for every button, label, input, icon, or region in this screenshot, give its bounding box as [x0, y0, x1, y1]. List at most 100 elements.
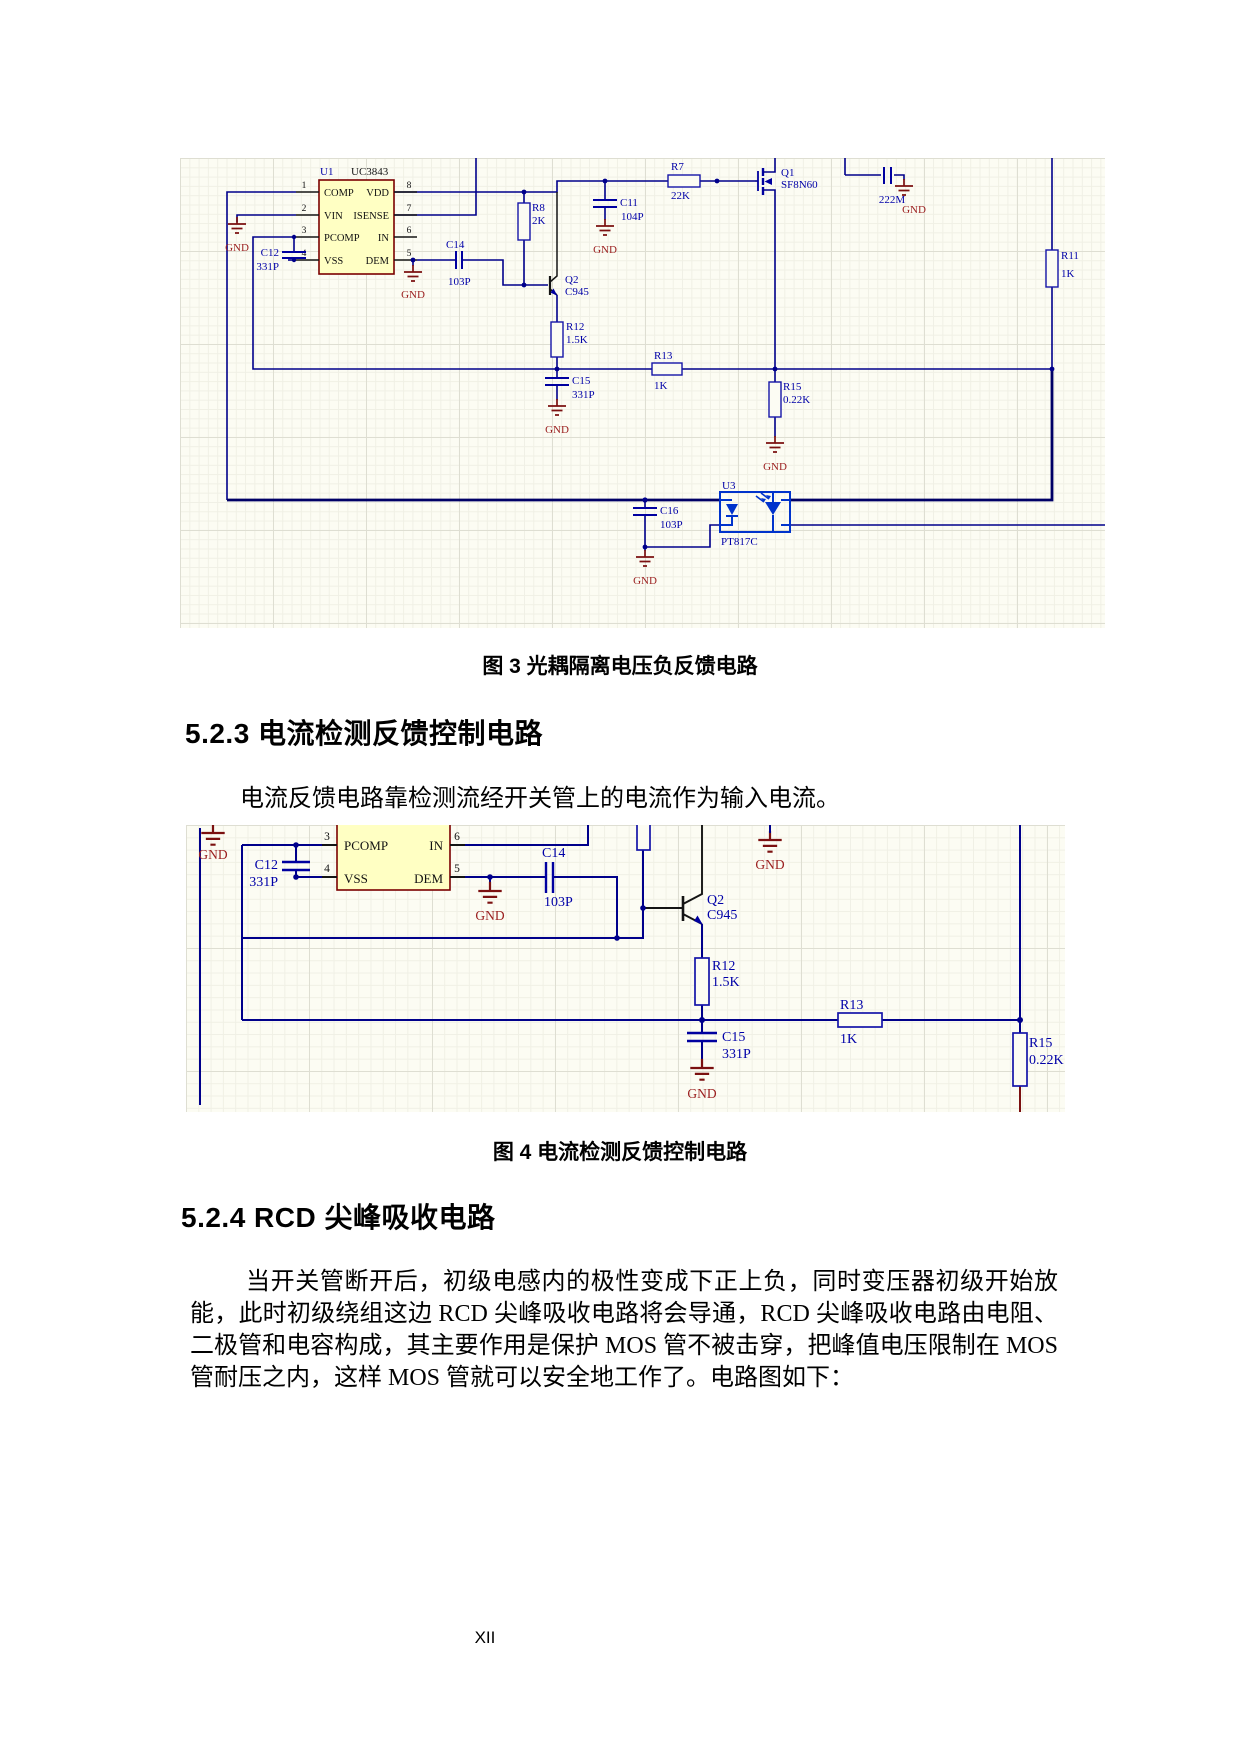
fig3-c15-ref: C15	[572, 375, 591, 387]
fig4-r15-ref: R15	[1029, 1036, 1052, 1051]
fig4-pin6-num: 6	[454, 831, 460, 843]
fig3-c11-value: 104P	[621, 211, 644, 223]
figure3-svg: U1 UC3843 1 2 3 4 8 7 6 5 COMP VIN PCOMP…	[225, 158, 1105, 587]
fig3-r11-resistor: R11 1K	[1045, 249, 1079, 288]
fig4-pin3-num: 3	[324, 831, 330, 843]
fig3-junction-dots	[291, 178, 1055, 550]
fig4-q2-transistor: Q2 C945	[643, 825, 737, 925]
fig4-pin5-name: DEM	[414, 871, 443, 886]
fig3-pin7-num: 7	[407, 204, 412, 214]
fig4-c15-value: 331P	[722, 1047, 751, 1062]
fig3-pin5-name: DEM	[366, 256, 390, 267]
fig3-q1-ref: Q1	[781, 167, 794, 179]
fig3-pin4-name: VSS	[324, 256, 343, 267]
page-number: XII	[474, 1628, 496, 1647]
fig3-ground-symbols: GND GND GND GND GND GND GND	[225, 178, 926, 587]
fig3-c12-value: 331P	[256, 261, 279, 273]
fig4-pin6-name: IN	[429, 838, 443, 853]
fig4-r13-resistor: R13 1K	[837, 998, 883, 1047]
fig3-pin6-num: 6	[407, 226, 412, 236]
fig3-u1-ref: U1	[320, 166, 333, 178]
fig4-c12-ref: C12	[255, 858, 278, 873]
gnd-label: GND	[593, 244, 617, 256]
gnd-label: GND	[545, 424, 569, 436]
fig3-pin8-name: VDD	[366, 188, 389, 199]
gnd-label: GND	[198, 847, 227, 862]
fig4-ground-symbols: GND GND GND GND	[198, 825, 785, 1101]
fig3-r12-value: 1.5K	[566, 334, 588, 346]
fig3-q2-ref: Q2	[565, 274, 578, 286]
fig4-pin4-num: 4	[324, 863, 330, 875]
fig4-q2-value: C945	[707, 908, 737, 923]
fig3-c15-value: 331P	[572, 389, 595, 401]
fig3-u1-part: UC3843	[351, 166, 389, 178]
fig3-c12-ref: C12	[261, 247, 279, 259]
fig3-c16-value: 103P	[660, 519, 683, 531]
fig3-pin6-name: IN	[378, 233, 389, 244]
fig3-r8-value: 2K	[532, 215, 546, 227]
figure4-schematic-image: 3 4 6 5 PCOMP VSS IN DEM GND GND GND GND…	[186, 825, 1065, 1112]
section-5-2-4-heading: 5.2.4 RCD 尖峰吸收电路	[181, 1202, 496, 1233]
fig3-pin1-name: COMP	[324, 188, 354, 199]
fig3-r8-ref: R8	[532, 202, 545, 214]
fig3-pin1-num: 1	[302, 181, 307, 191]
figure3-schematic-image: U1 UC3843 1 2 3 4 8 7 6 5 COMP VIN PCOMP…	[180, 158, 1105, 628]
fig3-c16-ref: C16	[660, 505, 679, 517]
fig3-pin3-num: 3	[302, 226, 307, 236]
fig3-u1-uc3843-chip: U1 UC3843 1 2 3 4 8 7 6 5 COMP VIN PCOMP…	[296, 166, 417, 275]
fig4-partial-resistor	[636, 825, 651, 851]
fig3-q2-value: C945	[565, 286, 589, 298]
fig3-q1-mosfet: Q1 SF8N60	[755, 158, 818, 369]
fig3-r13-ref: R13	[654, 350, 673, 362]
fig4-r12-resistor: R12 1.5K	[694, 957, 740, 1006]
fig3-u3-ref: U3	[722, 480, 736, 492]
fig3-r11-ref: R11	[1061, 250, 1079, 262]
fig3-q2-transistor: Q2 C945	[548, 192, 589, 298]
fig3-r11-value: 1K	[1061, 268, 1075, 280]
fig3-cs-value: 222M	[879, 194, 906, 206]
fig3-r15-ref: R15	[783, 381, 802, 393]
fig3-c12-capacitor: C12 331P	[256, 247, 306, 273]
gnd-label: GND	[401, 289, 425, 301]
fig3-c11-ref: C11	[620, 197, 638, 209]
fig4-c14-ref: C14	[542, 846, 565, 861]
fig4-c15-capacitor: C15 331P	[687, 1030, 751, 1062]
fig3-pin3-name: PCOMP	[324, 233, 360, 244]
fig4-c12-value: 331P	[249, 875, 278, 890]
gnd-label: GND	[763, 461, 787, 473]
fig3-r12-ref: R12	[566, 321, 584, 333]
fig3-pin7-name: ISENSE	[353, 211, 389, 222]
fig3-r7-ref: R7	[671, 161, 684, 173]
fig4-r13-value: 1K	[840, 1032, 857, 1047]
fig3-pin4-num: 4	[302, 249, 307, 259]
fig3-r13-value: 1K	[654, 380, 668, 392]
fig4-uc3843-chip-partial: 3 4 6 5 PCOMP VSS IN DEM	[322, 825, 465, 891]
figure4-svg: 3 4 6 5 PCOMP VSS IN DEM GND GND GND GND…	[198, 825, 1064, 1112]
fig3-pin2-name: VIN	[324, 211, 343, 222]
fig3-c15-capacitor: C15 331P	[545, 375, 595, 401]
gnd-label: GND	[902, 204, 926, 216]
gnd-label: GND	[755, 857, 784, 872]
fig3-u3-part: PT817C	[721, 536, 758, 548]
fig3-r15-value: 0.22K	[783, 394, 810, 406]
figure4-caption: 图 4 电流检测反馈控制电路	[492, 1141, 748, 1164]
fig4-pin3-name: PCOMP	[344, 838, 388, 853]
gnd-label: GND	[633, 575, 657, 587]
fig3-c14-value: 103P	[448, 276, 471, 288]
fig4-r15-value: 0.22K	[1029, 1053, 1064, 1068]
fig3-snubber-capacitor: 222M	[879, 167, 906, 206]
fig3-r13-resistor: R13 1K	[651, 350, 683, 392]
fig3-r8-resistor: R8 2K	[517, 202, 546, 241]
gnd-label: GND	[475, 908, 504, 923]
fig3-pin5-num: 5	[407, 249, 412, 259]
fig4-c15-ref: C15	[722, 1030, 745, 1045]
fig4-pin4-name: VSS	[344, 871, 368, 886]
fig3-c14-ref: C14	[446, 239, 465, 251]
fig4-r13-ref: R13	[840, 998, 863, 1013]
fig3-r15-resistor: R15 0.22K	[768, 381, 810, 418]
fig4-junction-dots	[293, 842, 1023, 1023]
fig4-c12-capacitor: C12 331P	[249, 858, 310, 890]
fig4-c14-value: 103P	[544, 895, 573, 910]
figure3-caption: 图 3 光耦隔离电压负反馈电路	[482, 655, 758, 678]
section-5-2-4-paragraph: 当开关管断开后，初级电感内的极性变成下正上负，同时变压器初级开始放能，此时初级绕…	[190, 1269, 1058, 1391]
